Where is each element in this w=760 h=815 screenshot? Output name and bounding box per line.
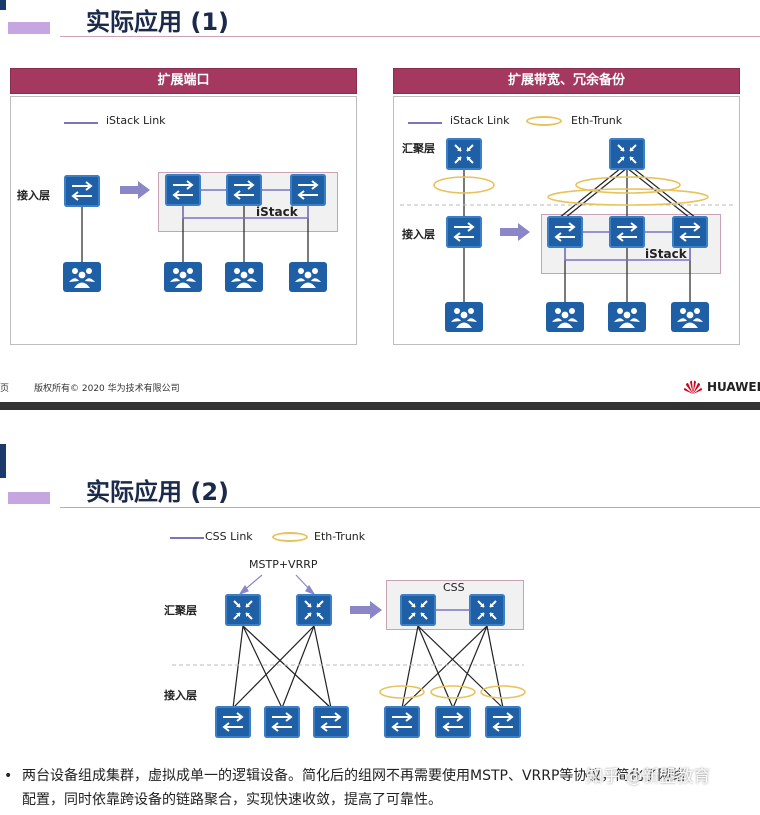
router-icon xyxy=(446,138,482,170)
bullet-dot: • xyxy=(4,768,13,784)
legend-istack-line-right xyxy=(408,122,442,124)
title-rule xyxy=(60,36,760,37)
switch-icon xyxy=(547,216,583,248)
switch-icon xyxy=(313,706,349,738)
access-layer-label-right: 接入层 xyxy=(402,228,435,241)
user-group-icon xyxy=(608,302,646,332)
title-accent-block-2 xyxy=(8,492,50,504)
stack-label: iStack xyxy=(256,205,298,219)
switch-icon xyxy=(290,174,326,206)
user-group-icon xyxy=(225,262,263,292)
title-accent-bar xyxy=(0,0,6,10)
aggregation-layer-label-2: 汇聚层 xyxy=(164,604,197,617)
bullet-line-2: 配置，同时依靠跨设备的链路聚合，实现快速收敛，提高了可靠性。 xyxy=(22,792,442,808)
stack-label-right: iStack xyxy=(645,247,687,261)
css-label: CSS xyxy=(443,581,465,594)
router-icon xyxy=(609,138,645,170)
switch-icon xyxy=(165,174,201,206)
panel-left-title: 扩展端口 xyxy=(10,68,357,94)
bullet-line-1: 两台设备组成集群，虚拟成单一的逻辑设备。简化后的组网不再需要使用MSTP、VRR… xyxy=(22,768,686,784)
legend-eth-trunk-label: Eth-Trunk xyxy=(571,114,623,127)
title-accent-bar-2 xyxy=(0,444,6,478)
legend-eth-trunk-label-2: Eth-Trunk xyxy=(314,530,366,543)
title-accent-block xyxy=(8,22,50,34)
watermark: 知乎 @新盟教育 xyxy=(586,767,711,787)
switch-icon xyxy=(215,706,251,738)
switch-icon xyxy=(485,706,521,738)
slide-2-title: 实际应用 (2) xyxy=(86,478,229,506)
user-group-icon xyxy=(671,302,709,332)
legend-istack-label-right: iStack Link xyxy=(450,114,510,127)
user-group-icon xyxy=(445,302,483,332)
user-group-icon xyxy=(63,262,101,292)
access-layer-label: 接入层 xyxy=(17,189,50,202)
router-icon xyxy=(400,594,436,626)
router-icon xyxy=(296,594,332,626)
switch-icon xyxy=(446,216,482,248)
huawei-logo xyxy=(683,379,703,395)
slide-divider xyxy=(0,402,760,410)
panel-right-title: 扩展带宽、冗余备份 xyxy=(393,68,740,94)
router-icon xyxy=(469,594,505,626)
switch-icon xyxy=(264,706,300,738)
user-group-icon xyxy=(546,302,584,332)
legend-istack-label: iStack Link xyxy=(106,114,166,127)
footer-page: 页 xyxy=(0,384,10,394)
legend-eth-trunk-ellipse xyxy=(526,116,562,126)
footer-brand: HUAWEI xyxy=(707,380,760,394)
slide-1-title: 实际应用 (1) xyxy=(86,8,229,36)
switch-icon xyxy=(64,175,100,207)
aggregation-layer-label: 汇聚层 xyxy=(402,142,435,155)
switch-icon xyxy=(226,174,262,206)
legend-css-label: CSS Link xyxy=(205,530,253,543)
user-group-icon xyxy=(289,262,327,292)
access-layer-label-2: 接入层 xyxy=(164,689,197,702)
legend-istack-line xyxy=(64,122,98,124)
switch-icon xyxy=(609,216,645,248)
switch-icon xyxy=(384,706,420,738)
title-rule-2 xyxy=(60,507,760,508)
router-icon xyxy=(225,594,261,626)
footer-copyright: 版权所有© 2020 华为技术有限公司 xyxy=(34,384,180,394)
switch-icon xyxy=(435,706,471,738)
legend-eth-trunk-ellipse-2 xyxy=(272,532,308,542)
protocol-label: MSTP+VRRP xyxy=(249,558,318,571)
user-group-icon xyxy=(164,262,202,292)
legend-css-line xyxy=(170,537,204,539)
switch-icon xyxy=(672,216,708,248)
